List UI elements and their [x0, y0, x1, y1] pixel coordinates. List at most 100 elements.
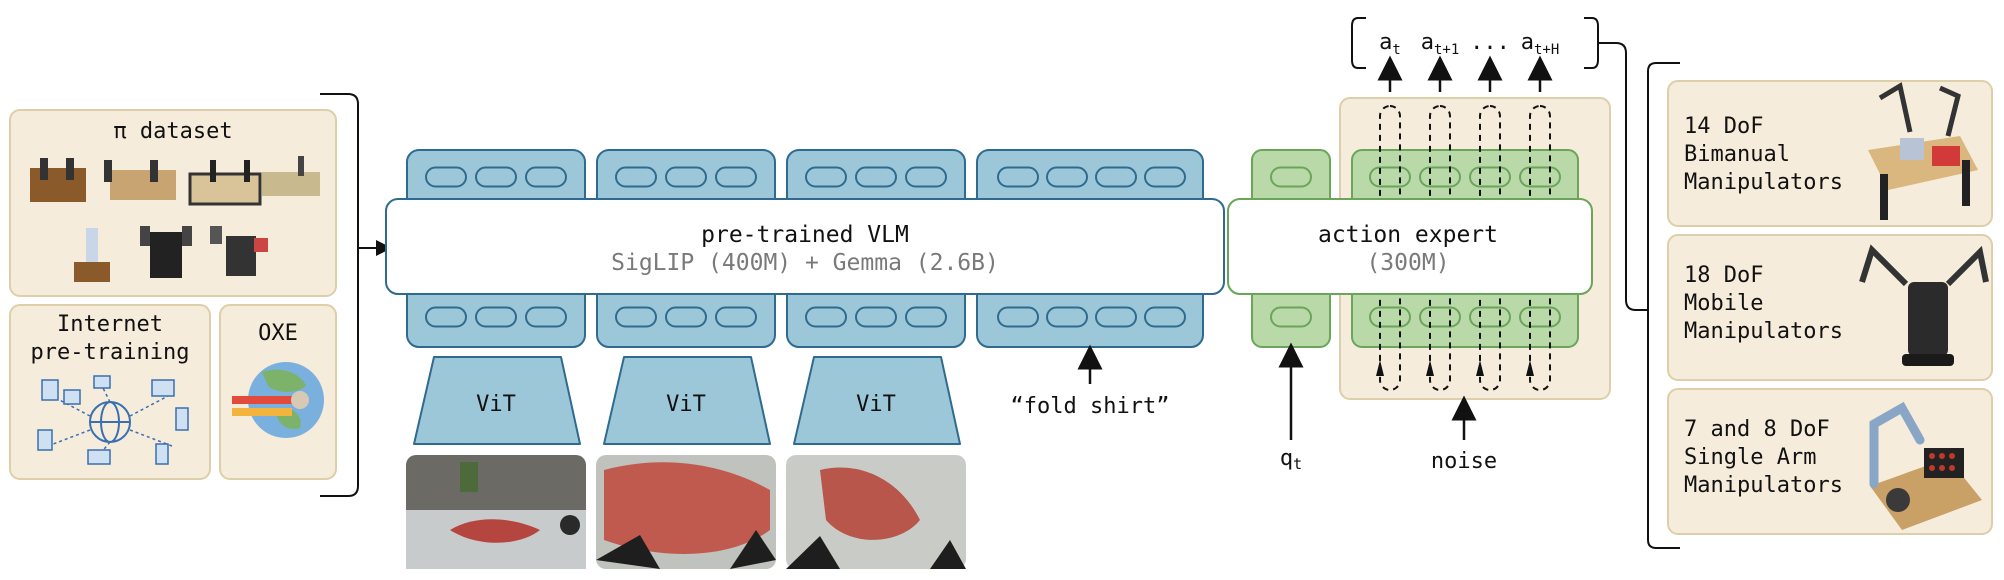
action-output-labels: at at+1... at+H — [1379, 30, 1559, 58]
robot-type: Bimanual — [1684, 142, 1790, 167]
flow-matching-arrowhead — [1526, 360, 1534, 376]
flow-matching-arrowhead — [1476, 360, 1484, 376]
robot-arm-thumbnail — [140, 226, 192, 278]
flow-matching-arrowhead — [1426, 360, 1434, 376]
internet-label-line2: pre-training — [31, 340, 190, 365]
vlm-token — [665, 306, 707, 328]
pi-dataset-panel: π dataset — [9, 109, 337, 297]
vit-block: ViT — [793, 356, 961, 445]
expert-token — [1270, 306, 1312, 328]
oxe-globe-icon — [232, 362, 324, 438]
action-output-label: ... — [1470, 30, 1510, 55]
vlm-token — [1095, 166, 1137, 188]
globe-network-icon — [37, 375, 189, 465]
action-output-label: at+H — [1521, 30, 1560, 58]
robot-dof: 14 DoF — [1684, 114, 1763, 139]
flow-matching-arrowhead — [1376, 360, 1384, 376]
vit-label: ViT — [856, 392, 896, 417]
vlm-token — [475, 166, 517, 188]
expert-token — [1419, 166, 1461, 188]
mobile-robot-picture — [1859, 244, 1989, 366]
vlm-main-box: pre-trained VLM SigLIP (400M) + Gemma (2… — [385, 198, 1225, 295]
vlm-subtitle: SigLIP (400M) + Gemma (2.6B) — [611, 250, 999, 276]
robot-arm-thumbnail — [30, 158, 86, 202]
vlm-token — [855, 306, 897, 328]
robot-type: Mobile — [1684, 291, 1763, 316]
internet-label-line1: Internet — [57, 312, 163, 337]
robots-bracket — [1598, 42, 1648, 311]
vlm-token — [905, 306, 947, 328]
oxe-panel: OXE — [219, 304, 337, 480]
vlm-token — [805, 166, 847, 188]
vlm-token — [475, 306, 517, 328]
vlm-token — [425, 306, 467, 328]
robot-card-bimanual: 14 DoF Bimanual Manipulators — [1667, 80, 1993, 227]
vlm-token — [1095, 306, 1137, 328]
robot-card-mobile: 18 DoF Mobile Manipulators — [1667, 234, 1993, 381]
state-label: qt — [1280, 446, 1302, 473]
robots-group-bracket — [1647, 62, 1680, 549]
vlm-title: pre-trained VLM — [701, 222, 909, 248]
vlm-token — [1144, 306, 1186, 328]
expert-token — [1369, 166, 1411, 188]
robot-card-single-arm: 7 and 8 DoF Single Arm Manipulators — [1667, 388, 1993, 535]
camera-image-left-wrist — [596, 455, 776, 569]
single-arm-robot-picture — [1869, 401, 1982, 530]
sources-bracket — [320, 93, 359, 497]
vlm-token — [425, 166, 467, 188]
prompt-text: “fold shirt” — [1011, 394, 1170, 419]
robot-dof: 7 and 8 DoF — [1684, 417, 1830, 442]
vit-label: ViT — [666, 392, 706, 417]
vit-block: ViT — [413, 356, 581, 445]
internet-pretraining-panel: Internet pre-training — [9, 304, 211, 480]
vit-label: ViT — [476, 392, 516, 417]
expert-token — [1270, 166, 1312, 188]
expert-token — [1469, 306, 1511, 328]
noise-label: noise — [1431, 449, 1497, 474]
expert-token — [1519, 166, 1561, 188]
robot-arm-thumbnail — [74, 228, 110, 282]
camera-image-overhead — [406, 455, 586, 569]
vlm-token — [615, 306, 657, 328]
vlm-token — [665, 166, 707, 188]
vlm-token — [715, 166, 757, 188]
expert-token — [1419, 306, 1461, 328]
vlm-token — [1046, 306, 1088, 328]
vlm-token — [855, 166, 897, 188]
robot-arm-thumbnail — [188, 160, 262, 206]
vlm-token-group — [425, 166, 1186, 328]
action-output-label: at+1 — [1421, 30, 1460, 58]
robot-type: Single Arm — [1684, 445, 1816, 470]
action-output-arrows — [1377, 55, 1553, 92]
expert-token — [1369, 306, 1411, 328]
vlm-token — [997, 166, 1039, 188]
oxe-label: OXE — [258, 321, 298, 346]
vlm-token — [997, 306, 1039, 328]
robot-class: Manipulators — [1684, 473, 1843, 498]
camera-image-right-wrist — [786, 455, 966, 569]
bimanual-robot-picture — [1868, 82, 1978, 220]
vlm-token — [715, 306, 757, 328]
expert-token — [1519, 306, 1561, 328]
action-output-label: at — [1379, 30, 1401, 58]
expert-token — [1469, 166, 1511, 188]
vlm-token — [615, 166, 657, 188]
vlm-token — [525, 306, 567, 328]
vlm-token — [525, 166, 567, 188]
action-expert-subtitle: (300M) — [1366, 250, 1449, 276]
vlm-token — [805, 306, 847, 328]
vlm-token — [905, 166, 947, 188]
robot-class: Manipulators — [1684, 319, 1843, 344]
vit-block: ViT — [603, 356, 771, 445]
robot-class: Manipulators — [1684, 170, 1843, 195]
robot-arm-thumbnail — [210, 226, 268, 276]
pi-dataset-label: π dataset — [113, 119, 232, 144]
vlm-token — [1046, 166, 1088, 188]
robot-dof: 18 DoF — [1684, 263, 1763, 288]
vlm-token — [1144, 166, 1186, 188]
robot-arm-thumbnail — [104, 160, 176, 200]
robot-arm-thumbnail — [262, 156, 320, 196]
action-expert-main-box: action expert (300M) — [1227, 198, 1593, 295]
action-expert-title: action expert — [1318, 222, 1498, 248]
